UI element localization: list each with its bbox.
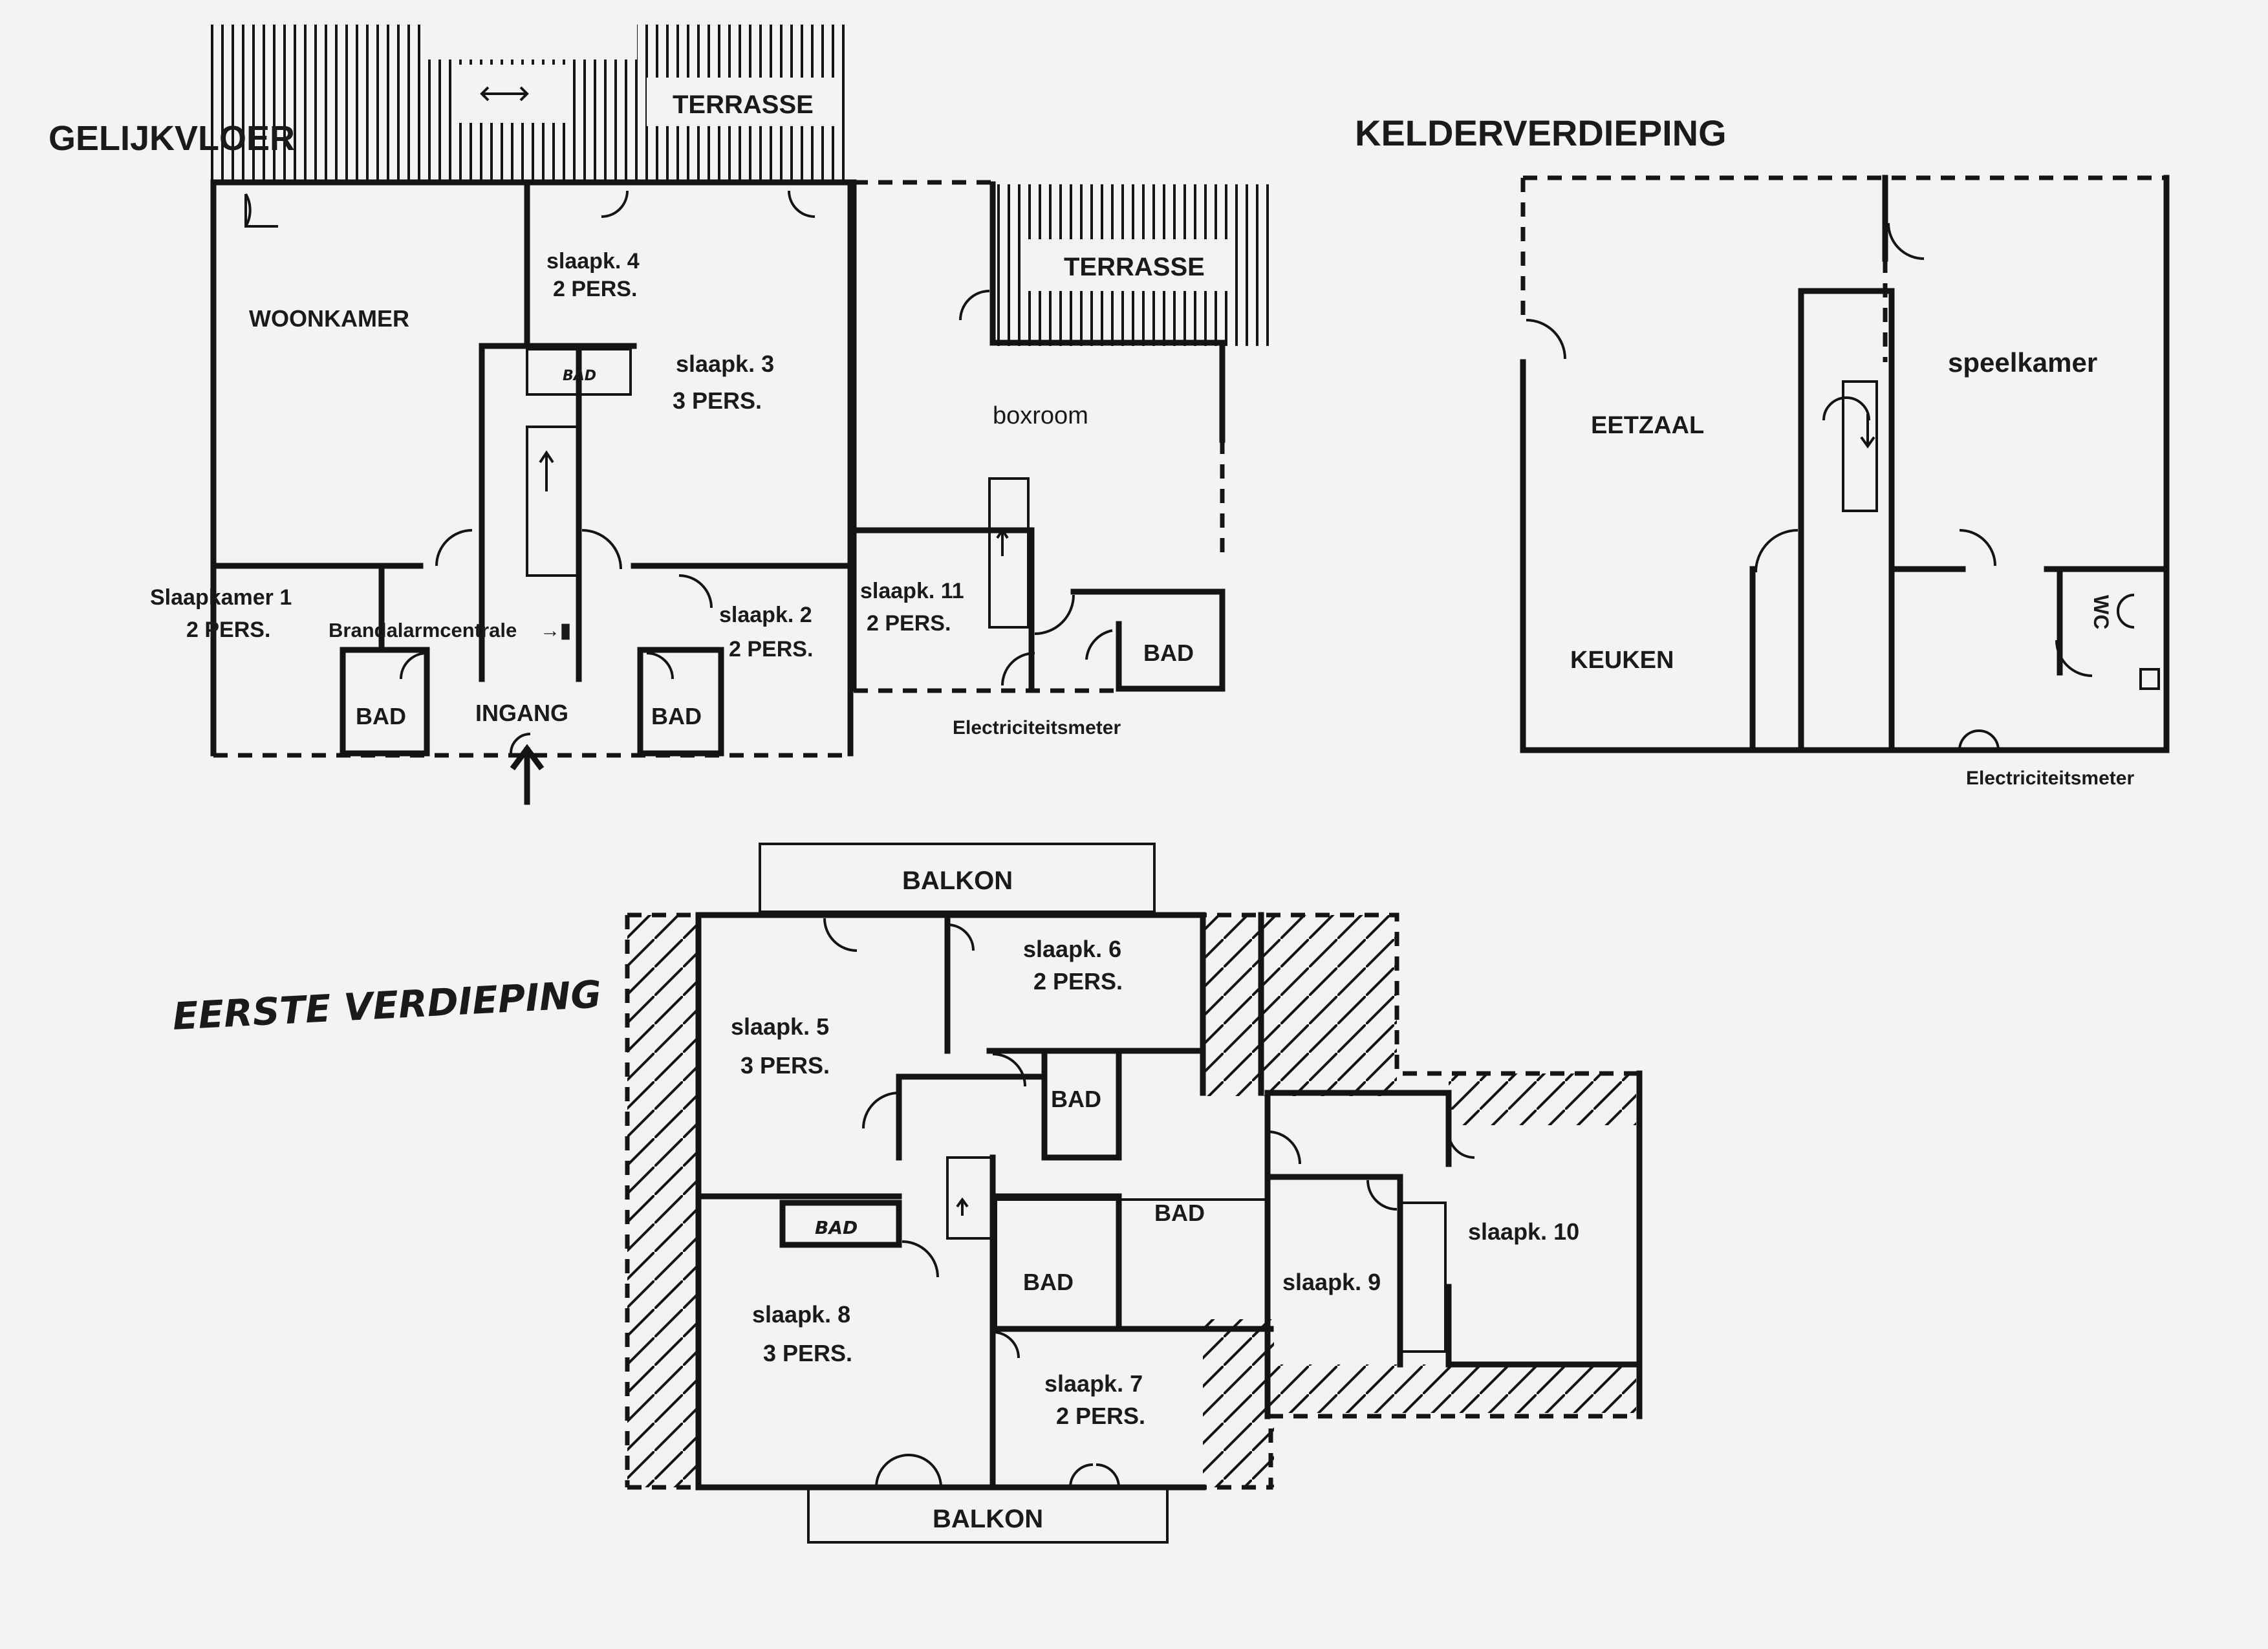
room-speelkamer: speelkamer <box>1948 347 2097 378</box>
room-slaapk-10: slaapk. 10 <box>1468 1218 1579 1245</box>
room-ingang: INGANG <box>475 700 568 726</box>
room-slaapk-2: slaapk. 2 <box>719 603 812 627</box>
room-slaapk-8-capacity: 3 PERS. <box>763 1340 852 1366</box>
room-slaapkamer-1-capacity: 2 PERS. <box>186 618 270 642</box>
room-slaapk-2-capacity: 2 PERS. <box>729 637 813 662</box>
roof-slope-bottom <box>1203 1319 1274 1487</box>
room-bad-upper: BAD <box>1051 1086 1101 1112</box>
room-slaapk-7-capacity: 2 PERS. <box>1056 1403 1145 1429</box>
roof-slope-left <box>627 915 698 1487</box>
ground-floor-title: GELIJKVLOER <box>49 119 295 158</box>
basement-electricity-meter-label: Electriciteitsmeter <box>1966 768 2134 789</box>
room-slaapk-8: slaapk. 8 <box>752 1301 850 1328</box>
roof-slope-south <box>1274 1364 1636 1413</box>
room-slaapk-3: slaapk. 3 <box>676 350 774 377</box>
basement-title: KELDERVERDIEPING <box>1355 113 1727 153</box>
fire-alarm-label: Brandalarmcentrale <box>329 619 517 641</box>
room-slaapk-6: slaapk. 6 <box>1023 936 1121 962</box>
room-bad-2: BAD <box>651 703 702 729</box>
room-slaapk-5-capacity: 3 PERS. <box>740 1052 830 1079</box>
room-bad-lower: BAD <box>1023 1269 1074 1295</box>
terrace-label-1: TERRASSE <box>673 91 814 119</box>
fire-alarm-arrow: →▮ <box>540 619 571 641</box>
room-slaapk-9: slaapk. 9 <box>1282 1269 1381 1295</box>
electricity-meter-label: Electriciteitsmeter <box>953 717 1121 738</box>
first-floor-plan: EERSTE VERDIEPING BALKON BALKON slaapk. … <box>171 843 1643 1544</box>
room-eetzaal: EETZAAL <box>1591 412 1704 439</box>
room-bad-small: BAD <box>563 368 596 384</box>
roof-slope-east <box>1449 1073 1636 1125</box>
terrace-hatch-left <box>210 25 424 180</box>
balcony-top <box>759 843 1156 913</box>
room-bad-mid: BAD <box>1154 1200 1205 1226</box>
room-slaapk-6-capacity: 2 PERS. <box>1033 968 1123 995</box>
first-floor-title: EERSTE VERDIEPING <box>171 972 602 1039</box>
room-boxroom: boxroom <box>993 402 1088 429</box>
room-bad-3: BAD <box>1143 640 1194 666</box>
room-slaapkamer-1: Slaapkamer 1 <box>150 585 292 610</box>
balcony-label-top: BALKON <box>902 867 1013 895</box>
room-bad-small-first: BAD <box>815 1217 858 1238</box>
terrace-label-2: TERRASSE <box>1064 253 1205 281</box>
room-woonkamer: WOONKAMER <box>249 305 409 332</box>
ground-floor-plan: GELIJKVLOER TERRASSE TERRASSE WOONKAMER … <box>49 25 1274 805</box>
room-slaapk-11: slaapk. 11 <box>860 579 964 603</box>
room-slaapk-4-capacity: 2 PERS. <box>553 277 637 301</box>
room-slaapk-3-capacity: 3 PERS. <box>673 387 762 414</box>
room-slaapk-4: slaapk. 4 <box>546 249 640 274</box>
roof-slope-top-right <box>1203 915 1397 1096</box>
room-wc: WC <box>2090 595 2113 629</box>
room-slaapk-11-capacity: 2 PERS. <box>867 611 951 636</box>
basement-plan: KELDERVERDIEPING EETZAAL speelkamer KEUK… <box>1355 113 2170 789</box>
room-slaapk-5: slaapk. 5 <box>731 1013 829 1040</box>
room-slaapk-7: slaapk. 7 <box>1044 1370 1143 1397</box>
balcony-label-bottom: BALKON <box>933 1505 1043 1533</box>
room-bad-1: BAD <box>356 703 406 729</box>
room-keuken: KEUKEN <box>1570 647 1674 674</box>
